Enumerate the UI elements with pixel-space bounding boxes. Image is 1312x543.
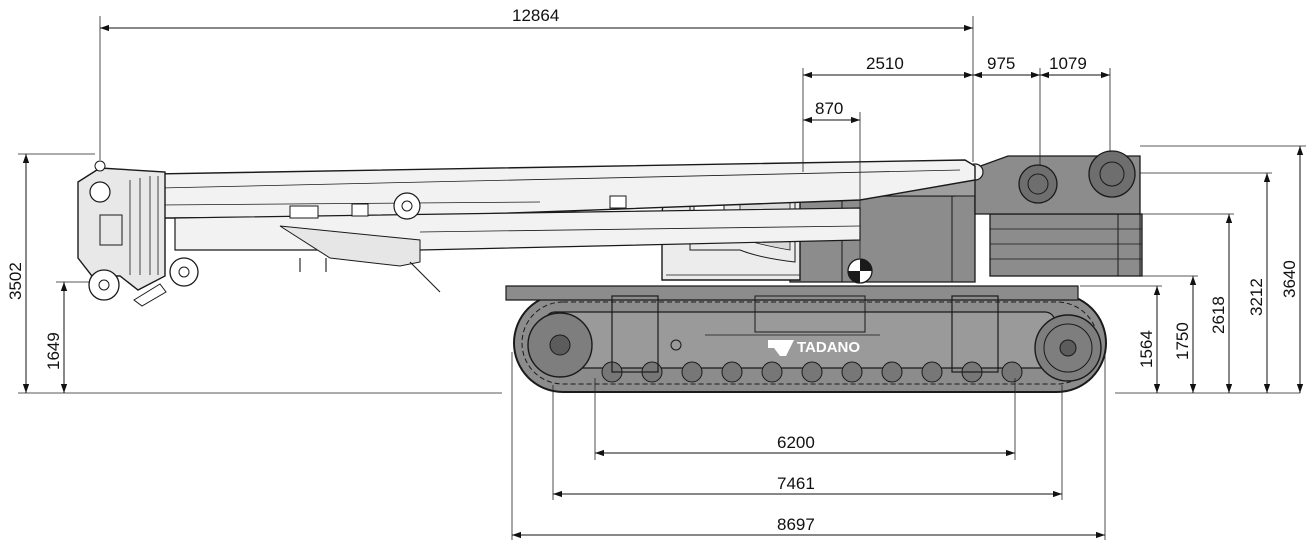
dimension-boom-tip-height: 1649	[44, 281, 90, 393]
dimension-label: 7461	[777, 474, 815, 493]
dimension-label: 3640	[1280, 260, 1299, 298]
sheave-lower-left	[88, 269, 120, 301]
dimension-cog-offset: 870	[803, 99, 861, 258]
dimension-counterweight-top-height: 3212	[1140, 172, 1272, 393]
dimension-tumbler-distance: 6200	[594, 378, 1016, 460]
dimension-label: 1649	[44, 332, 63, 370]
dimension-label: 1564	[1137, 330, 1156, 368]
dimension-label: 8697	[777, 515, 815, 534]
dimension-label: 12864	[512, 6, 559, 25]
brand-logo: TADANO	[768, 339, 860, 356]
boom-head	[77, 160, 199, 307]
front-winch-drum	[1018, 164, 1058, 204]
logo-text: TADANO	[797, 339, 860, 356]
dimension-overall-length: 12864	[99, 6, 974, 162]
counterweight	[989, 213, 1143, 277]
track-rollers	[601, 361, 1023, 383]
dimension-label: 1079	[1049, 54, 1087, 73]
dimension-overall-track-length: 8697	[511, 352, 1106, 540]
dimension-boom-pivot-height: 3502	[6, 153, 95, 393]
dimension-label: 2618	[1209, 296, 1228, 334]
dimension-label: 870	[815, 99, 843, 118]
dimension-counterweight-offset-a: 975	[973, 54, 1041, 166]
dimension-overall-height: 3640	[1140, 145, 1306, 393]
dimension-track-length: 7461	[552, 385, 1063, 500]
dimension-label: 3502	[6, 262, 25, 300]
dimension-deck-height: 1750	[1142, 275, 1198, 393]
dimension-tail-radius: 2510	[802, 54, 973, 172]
dimension-label: 6200	[777, 433, 815, 452]
dimension-counterweight-offset-b: 1079	[1040, 54, 1111, 152]
logo-mark-icon	[768, 340, 794, 356]
dimension-label: 3212	[1247, 278, 1266, 316]
dimension-counterweight-bottom-height: 2618	[1142, 213, 1234, 393]
dimension-label: 2510	[866, 54, 904, 73]
crawler-track-assembly: TADANO	[505, 285, 1107, 393]
sheave-upper	[89, 181, 111, 203]
sheave-lower-right	[169, 257, 199, 287]
rear-winch-drum	[1088, 150, 1136, 198]
telescopic-boom	[94, 159, 976, 293]
dimension-track-height: 1564	[1080, 285, 1162, 393]
dimension-label: 1750	[1173, 322, 1192, 360]
center-of-gravity-icon	[847, 258, 873, 284]
dimension-label: 975	[987, 54, 1015, 73]
